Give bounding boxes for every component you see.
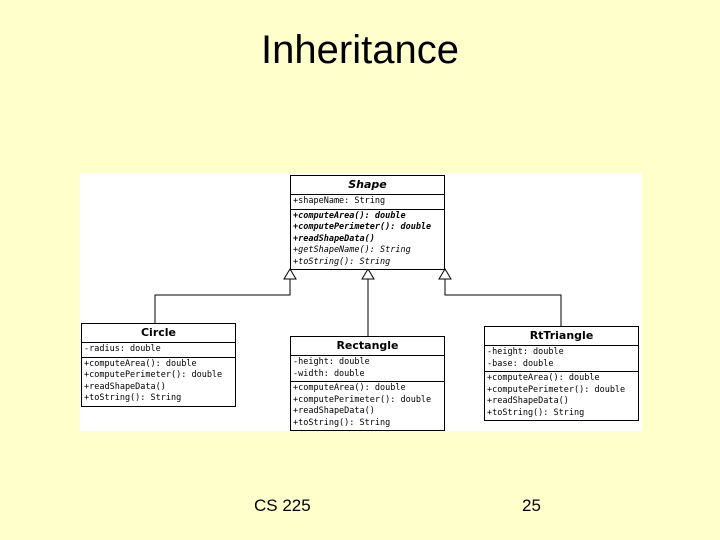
- class-rectangle-name: Rectangle: [291, 337, 444, 356]
- operation: +computePerimeter(): double: [84, 370, 223, 380]
- operation: +toString(): String: [293, 256, 391, 267]
- operation: +readShapeData(): [487, 396, 569, 406]
- operation: +toString(): String: [293, 417, 391, 428]
- generalization-line-circle: [154, 279, 291, 323]
- class-rectangle-attributes: -height: double -width: double: [291, 356, 444, 382]
- operation: +toString(): String: [84, 393, 182, 403]
- class-shape-operations: +computeArea(): double +computePerimeter…: [291, 210, 444, 270]
- generalization-arrow-rectangle: [361, 268, 375, 280]
- class-rttriangle: RtTriangle -height: double -base: double…: [484, 326, 639, 421]
- operation: +computeArea(): double: [84, 358, 197, 369]
- generalization-line-rttriangle: [444, 279, 562, 326]
- attribute: +shapeName: String: [293, 196, 386, 206]
- operation: +computeArea(): double: [293, 210, 406, 221]
- class-circle: Circle -radius: double +computeArea(): d…: [81, 323, 236, 407]
- class-circle-attributes: -radius: double: [82, 343, 235, 358]
- operation: +computePerimeter(): double: [293, 394, 432, 405]
- operation: +computePerimeter(): double: [293, 222, 432, 232]
- class-shape-name: Shape: [291, 176, 444, 195]
- attribute: -height: double: [487, 347, 564, 357]
- slide-title: Inheritance: [261, 28, 459, 72]
- class-circle-operations: +computeArea(): double +computePerimeter…: [82, 358, 235, 406]
- attribute: -width: double: [293, 368, 365, 379]
- operation: +computeArea(): double: [487, 373, 600, 383]
- operation: +computePerimeter(): double: [487, 384, 626, 395]
- uml-diagram: Shape +shapeName: String +computeArea():…: [80, 173, 642, 431]
- slide-page-number: 25: [522, 496, 541, 515]
- slide-footer: CS 225: [254, 496, 311, 515]
- attribute: -height: double: [293, 357, 370, 367]
- class-rttriangle-name: RtTriangle: [485, 327, 638, 346]
- generalization-arrow-circle: [283, 268, 297, 280]
- operation: +toString(): String: [487, 407, 585, 418]
- operation: +readShapeData(): [293, 233, 375, 244]
- class-circle-name: Circle: [82, 324, 235, 343]
- operation: +computeArea(): double: [293, 383, 406, 393]
- generalization-arrow-rttriangle: [438, 268, 452, 280]
- class-rttriangle-operations: +computeArea(): double +computePerimeter…: [485, 372, 638, 420]
- class-rectangle-operations: +computeArea(): double +computePerimeter…: [291, 382, 444, 430]
- attribute: -base: double: [487, 358, 554, 369]
- operation: +readShapeData(): [293, 406, 375, 416]
- class-shape-attributes: +shapeName: String: [291, 195, 444, 210]
- class-shape: Shape +shapeName: String +computeArea():…: [290, 175, 445, 270]
- class-rectangle: Rectangle -height: double -width: double…: [290, 336, 445, 431]
- attribute: -radius: double: [84, 344, 161, 354]
- class-rttriangle-attributes: -height: double -base: double: [485, 346, 638, 372]
- operation: +readShapeData(): [84, 381, 166, 392]
- operation: +getShapeName(): String: [293, 245, 411, 255]
- inheritance-links: [154, 268, 562, 336]
